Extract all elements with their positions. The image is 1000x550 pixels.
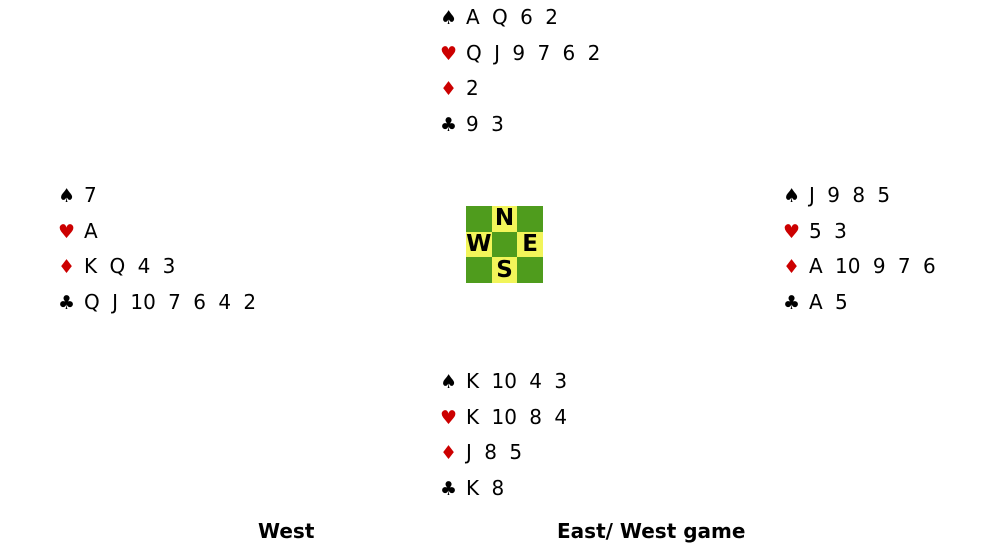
north-clubs-row: ♣ 9 3 (440, 107, 600, 143)
south-hearts-cards: K 10 8 4 (466, 404, 568, 429)
west-hand: ♠7 ♥A ♦K Q 4 3 ♣Q J 10 7 6 4 2 (58, 178, 256, 320)
compass-north-label: N (491, 206, 518, 232)
south-hand: ♠ K 10 4 3 ♥ K 10 8 4 ♦ J 8 5 ♣ K 8 (440, 364, 567, 506)
club-icon: ♣ (440, 477, 458, 500)
west-spades-row: ♠7 (58, 178, 256, 214)
diamond-icon: ♦ (783, 256, 801, 278)
heart-icon: ♥ (783, 220, 801, 243)
compass-cell (466, 257, 492, 283)
heart-icon: ♥ (58, 220, 76, 243)
compass-east-label: E (517, 231, 543, 258)
spade-icon: ♠ (440, 7, 458, 29)
east-diamonds-row: ♦ A 10 9 7 6 (783, 249, 936, 285)
north-diamonds-row: ♦2 (440, 71, 600, 107)
diamond-icon: ♦ (58, 256, 76, 278)
east-spades-cards: J 9 8 5 (809, 183, 891, 207)
heart-icon: ♥ (440, 42, 458, 65)
west-spades-cards: 7 (84, 183, 97, 207)
north-hand: ♠A Q 6 2 ♥Q J 9 7 6 2 ♦2 ♣9 3 (440, 0, 600, 142)
south-spades-cards: K 10 4 3 (466, 369, 568, 393)
spade-icon: ♠ (440, 371, 458, 393)
west-clubs-row: ♣ Q J 10 7 6 4 2 (58, 285, 256, 321)
south-clubs-row: ♣ K 8 (440, 471, 567, 507)
west-diamonds-row: ♦ K Q 4 3 (58, 249, 256, 285)
spade-icon: ♠ (58, 185, 76, 207)
club-icon: ♣ (783, 291, 801, 314)
dealer-label: West (258, 519, 315, 543)
west-diamonds-cards: K Q 4 3 (84, 254, 176, 278)
south-hearts-row: ♥ K 10 8 4 (440, 400, 567, 436)
diamond-icon: ♦ (440, 78, 458, 100)
east-hearts-cards: 5 3 (809, 218, 847, 243)
east-diamonds-cards: A 10 9 7 6 (809, 254, 936, 278)
compass-south-label: S (491, 257, 518, 283)
north-diamonds-cards: 2 (466, 76, 479, 100)
west-hearts-cards: A (84, 218, 98, 243)
south-diamonds-row: ♦ J 8 5 (440, 435, 567, 471)
north-spades-row: ♠ A Q 6 2 (440, 0, 600, 36)
compass-rose: N W E S (466, 206, 543, 283)
north-clubs-cards: 9 3 (466, 111, 504, 136)
compass-cell (517, 206, 543, 232)
south-spades-row: ♠ K 10 4 3 (440, 364, 567, 400)
compass-cell (466, 206, 492, 232)
compass-cell (491, 231, 518, 258)
south-clubs-cards: K 8 (466, 475, 505, 500)
diamond-icon: ♦ (440, 442, 458, 464)
club-icon: ♣ (58, 291, 76, 314)
east-spades-row: ♠ J 9 8 5 (783, 178, 936, 214)
east-clubs-cards: A 5 (809, 289, 848, 314)
vulnerability-label: East/ West game (557, 519, 746, 543)
east-hand: ♠ J 9 8 5 ♥ 5 3 ♦ A 10 9 7 6 ♣ A 5 (783, 178, 936, 320)
heart-icon: ♥ (440, 406, 458, 429)
west-clubs-cards: Q J 10 7 6 4 2 (84, 289, 257, 314)
east-clubs-row: ♣ A 5 (783, 285, 936, 321)
north-hearts-row: ♥ Q J 9 7 6 2 (440, 36, 600, 72)
west-hearts-row: ♥A (58, 214, 256, 250)
club-icon: ♣ (440, 113, 458, 136)
compass-cell (517, 257, 543, 283)
east-hearts-row: ♥ 5 3 (783, 214, 936, 250)
north-hearts-cards: Q J 9 7 6 2 (466, 40, 601, 65)
compass-west-label: W (466, 230, 492, 258)
north-spades-cards: A Q 6 2 (466, 5, 558, 29)
south-diamonds-cards: J 8 5 (466, 440, 523, 464)
spade-icon: ♠ (783, 185, 801, 207)
